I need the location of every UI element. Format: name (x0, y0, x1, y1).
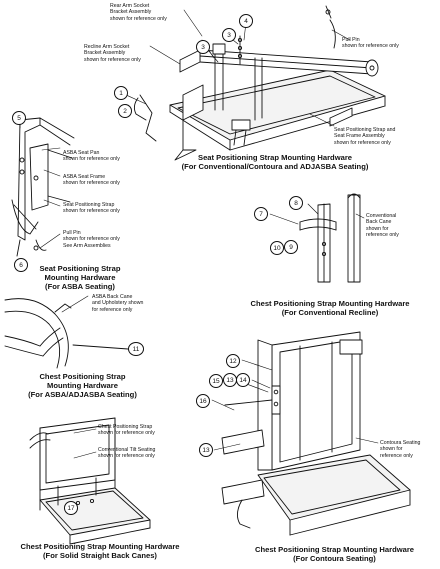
recline-back-cane-drawing (300, 194, 360, 282)
callout-number-16: 16 (196, 394, 210, 408)
contoura-seating-callout: Contoura Seating shown for reference onl… (380, 440, 421, 459)
callout-number-6: 6 (14, 258, 28, 272)
asba-seat-pan-callout: ASBA Seat Pan shown for reference only (63, 150, 120, 163)
caption-chest-recline: Chest Positioning Strap Mounting Hardwar… (250, 299, 410, 317)
callout-number-14: 14 (236, 373, 250, 387)
callout-number-3: 3 (196, 40, 210, 54)
chest-strap-callout: Chest Positioning Strap shown for refere… (98, 424, 155, 437)
callout-number-8: 8 (289, 196, 303, 210)
callout-number-13b: 13 (199, 443, 213, 457)
seat-strap-frame-callout: Seat Positioning Strap and Seat Frame As… (334, 127, 396, 146)
conventional-tilt-callout: Conventional Tilt Seating shown for refe… (98, 447, 156, 460)
callout-number-13: 13 (223, 373, 237, 387)
caption-chest-asba: Chest Positioning Strap Mounting Hardwar… (28, 372, 137, 399)
callout-number-15: 15 (209, 374, 223, 388)
rear-arm-socket-callout: Rear Arm Socket Bracket Assembly shown f… (110, 3, 167, 22)
caption-chest-contoura: Chest Positioning Strap Mounting Hardwar… (254, 545, 415, 563)
asba-chest-strap-drawing (5, 299, 128, 368)
asba-seat-strap-drawing (12, 118, 74, 256)
pull-pin-callout-top: Pull Pin shown for reference only (342, 37, 399, 50)
caption-chest-solid: Chest Positioning Strap Mounting Hardwar… (20, 542, 180, 560)
callout-number-11: 11 (128, 342, 144, 356)
callout-number-2: 2 (118, 104, 132, 118)
callout-number-4: 4 (239, 14, 253, 28)
callout-number-5: 5 (12, 111, 26, 125)
callout-number-9: 9 (284, 240, 298, 254)
caption-seat-conventional: Seat Positioning Strap Mounting Hardware… (181, 153, 369, 171)
callout-number-7: 7 (254, 207, 268, 221)
callout-number-1: 1 (114, 86, 128, 100)
callout-number-10: 10 (270, 241, 284, 255)
seat-strap-callout: Seat Positioning Strap shown for referen… (63, 202, 120, 215)
asba-seat-frame-callout: ASBA Seat Frame shown for reference only (63, 174, 120, 187)
recline-arm-socket-callout: Recline Arm Socket Bracket Assembly show… (84, 44, 141, 63)
callout-number-17: 17 (64, 501, 78, 515)
contoura-seating-drawing (222, 332, 410, 535)
callout-number-3b: 3 (222, 28, 236, 42)
callout-number-12: 12 (226, 354, 240, 368)
caption-seat-asba: Seat Positioning Strap Mounting Hardware… (39, 264, 121, 291)
pull-pin-asba-callout: Pull Pin shown for reference only See Ar… (63, 230, 120, 249)
conventional-back-cane-callout: Conventional Back Cane shown for referen… (366, 213, 399, 239)
asba-back-cane-callout: ASBA Back Cane and Upholstery shown for … (92, 294, 144, 313)
seat-frame-conventional-drawing (134, 6, 385, 160)
solid-back-drawing (30, 418, 150, 544)
